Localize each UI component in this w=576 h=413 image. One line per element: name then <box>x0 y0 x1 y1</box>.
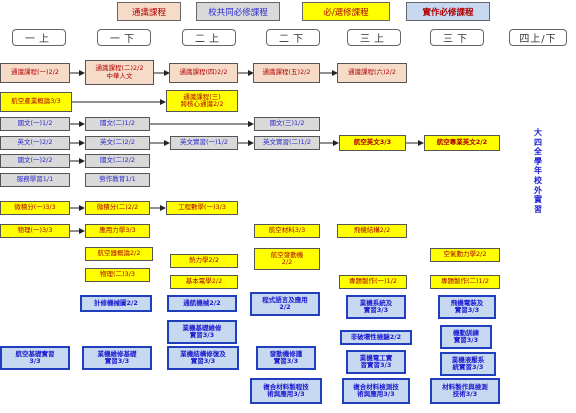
course-applied-mechanics: 應用力學3/3 <box>85 224 150 238</box>
course-instrument-line2: 實習3/3 <box>453 336 479 344</box>
legend-practical: 實作必修課程 <box>406 2 490 21</box>
course-engine-practice-line2: 實習3/3 <box>273 357 299 365</box>
course-material-manufacturing: 材料製作與檢測 技術3/3 <box>430 378 500 404</box>
course-aero-english: 航空英文3/3 <box>339 135 406 151</box>
course-english-1: 英文(一)2/2 <box>0 136 70 150</box>
semester-2b: 二下 <box>266 29 320 46</box>
course-hydraulics-line1: 業機液壓系 <box>451 355 485 364</box>
course-instrument-line1: 機動訓練 <box>453 328 479 337</box>
course-english-practice-2: 英文實習(二)1/2 <box>254 136 320 150</box>
course-gen-2-line2: 中華人文 <box>106 71 133 80</box>
course-aircraft-intro: 航空器概論2/2 <box>85 247 153 261</box>
course-chinese-2: 國文(二)1/2 <box>85 117 150 131</box>
semester-1a: 一上 <box>12 29 66 46</box>
course-programming-line2: 2/2 <box>279 303 291 311</box>
course-avionics-line2: 實習3/3 <box>454 306 480 314</box>
course-composite-process-line1: 複合材料製程技 <box>263 382 309 391</box>
course-gen-2: 通識課程(二)2/2 中華人文 <box>85 60 154 85</box>
legend-general: 通識課程 <box>117 2 181 21</box>
course-avionics-line1: 飛機電裝及 <box>450 298 484 307</box>
course-programming: 程式語言及應用 2/2 <box>250 292 320 316</box>
course-service-learning: 服務學習1/1 <box>0 173 70 187</box>
course-aero-materials: 航空材料3/3 <box>254 224 320 238</box>
course-project-2: 專題製作(二)1/2 <box>430 275 500 289</box>
legend-required: 必/選修課程 <box>302 2 390 21</box>
course-maintenance-basics-line2: 實習3/3 <box>104 357 130 365</box>
course-basic-maintenance-line2: 實習3/3 <box>189 331 215 339</box>
course-chinese-1: 國文(一)1/2 <box>0 117 70 131</box>
course-gen-core: 通識課程(三) 跨核心通識2/2 <box>166 90 238 112</box>
course-calculus-1: 微積分(一)3/3 <box>0 201 70 215</box>
course-gen-1: 通識課程(一)2/2 <box>0 63 70 83</box>
course-composite-testing-line1: 複合材料檢測技 <box>353 382 399 391</box>
course-physics-1: 物理(一)3/3 <box>0 224 70 238</box>
course-gen-core-line1: 通識課程(三) <box>183 92 221 101</box>
course-hydraulics: 業機液壓系 統實習3/3 <box>440 352 496 376</box>
course-chinese-a2: 國文(二)2/2 <box>85 154 150 168</box>
course-chinese-3: 國文(三)1/2 <box>254 117 320 131</box>
course-machining: 通航機械2/2 <box>167 295 237 312</box>
semester-3a: 三上 <box>347 29 401 46</box>
course-thermodynamics: 熱力學2/2 <box>170 254 238 268</box>
course-maintenance-basics: 業機維修基礎 實習3/3 <box>82 346 152 370</box>
course-basic-electricity: 基本電學2/2 <box>170 275 238 289</box>
semester-2a: 二上 <box>182 29 236 46</box>
semester-4: 四上/下 <box>509 29 567 46</box>
course-aircraft-structure: 飛機結構2/2 <box>337 224 407 238</box>
course-basic-maintenance-line1: 業機基礎維修 <box>182 323 222 332</box>
course-aero-engine: 航空發動機 2/2 <box>254 248 320 270</box>
course-gen-6: 通識課程(六)2/2 <box>337 63 407 83</box>
legend-common: 校共同必修課程 <box>196 2 280 21</box>
course-drawing: 計修機械圖2/2 <box>80 295 152 312</box>
course-english-practice-1: 英文實習(一)1/2 <box>170 136 238 150</box>
course-structure-repair-line2: 實習3/3 <box>190 357 216 365</box>
course-structure-repair: 業機結構修復及 實習3/3 <box>167 346 239 370</box>
course-ndt: 非破壞性檢驗2/2 <box>340 330 412 345</box>
course-physics-2: 物理(二)3/3 <box>85 268 150 282</box>
course-calculus-2: 微積分(二)2/2 <box>85 201 150 215</box>
course-chinese-a1: 國文(一)2/2 <box>0 154 70 168</box>
course-avionics: 飛機電裝及 實習3/3 <box>438 295 496 319</box>
course-programming-line1: 程式語言及應用 <box>262 295 308 304</box>
course-aviation-intro: 航空產業概論3/3 <box>0 92 72 112</box>
semester-3b: 三下 <box>430 29 484 46</box>
course-maintenance-basics-line1: 業機維修基礎 <box>97 349 137 358</box>
course-material-manufacturing-line1: 材料製作與檢測 <box>442 382 488 391</box>
course-aero-basic-practice-line2: 3/3 <box>29 357 41 365</box>
course-project-1: 專題製作(一)1/2 <box>339 275 407 289</box>
course-aero-basic-practice: 航空基礎實習 3/3 <box>0 346 70 370</box>
course-electrical-practice-line1: 業機電工實 <box>359 353 393 362</box>
course-gen-5: 通識課程(五)2/2 <box>253 63 320 83</box>
course-composite-testing: 複合材料檢測技 術與應用3/3 <box>342 378 410 404</box>
course-gen-2-line1: 通識課程(二)2/2 <box>95 64 144 73</box>
course-composite-process: 複合材料製程技 術與應用3/3 <box>250 378 322 404</box>
course-aero-engine-line2: 2/2 <box>281 258 293 266</box>
course-engine-systems-line2: 實習3/3 <box>363 306 389 314</box>
course-structure-repair-line1: 業機結構修復及 <box>180 349 226 358</box>
course-engineering-math: 工程數學(一)3/3 <box>166 201 238 215</box>
course-labor-education: 勞作教育1/1 <box>85 173 150 187</box>
course-engine-practice: 發動機修護 實習3/3 <box>256 346 316 370</box>
course-english-2: 英文(二)2/2 <box>85 136 150 150</box>
course-electrical-practice-line2: 習實習3/3 <box>360 361 392 369</box>
course-composite-process-line2: 術與應用3/3 <box>267 390 305 398</box>
course-engine-systems: 業機系統及 實習3/3 <box>346 295 406 319</box>
course-aero-engine-line1: 航空發動機 <box>270 250 304 259</box>
course-gen-4: 通識課程(四)2/2 <box>169 63 238 83</box>
course-instrument: 機動訓練 實習3/3 <box>440 325 492 349</box>
course-engine-practice-line1: 發動機修護 <box>269 349 303 358</box>
course-electrical-practice: 業機電工實 習實習3/3 <box>346 350 406 374</box>
course-hydraulics-line2: 統實習3/3 <box>452 363 484 371</box>
course-composite-testing-line2: 術與應用3/3 <box>357 390 395 398</box>
course-aero-pro-english: 航空專業英文2/2 <box>424 135 500 151</box>
internship-note: 大四全學年校外實習 <box>534 128 542 214</box>
course-engine-systems-line1: 業機系統及 <box>359 298 393 307</box>
course-aerodynamics: 空氣動力學2/2 <box>430 248 500 262</box>
course-gen-core-line2: 跨核心通識2/2 <box>180 100 224 108</box>
semester-1b: 一下 <box>97 29 151 46</box>
course-material-manufacturing-line2: 技術3/3 <box>452 390 478 398</box>
course-aero-basic-practice-line1: 航空基礎實習 <box>15 349 55 358</box>
course-basic-maintenance: 業機基礎維修 實習3/3 <box>167 320 237 344</box>
